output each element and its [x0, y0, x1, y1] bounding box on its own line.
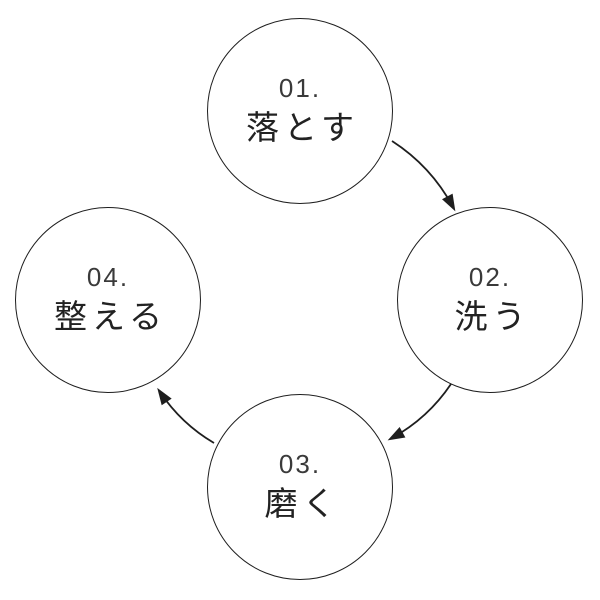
step-circle-02: 02. 洗う — [397, 207, 583, 393]
step-circle-01: 01. 落とす — [207, 18, 393, 204]
step-label: 洗う — [454, 298, 531, 336]
arrow-01-to-02 — [391, 140, 456, 212]
step-number: 04. — [86, 262, 130, 293]
step-label: 磨く — [264, 485, 341, 523]
step-label: 整える — [53, 298, 167, 336]
step-label: 落とす — [245, 109, 359, 147]
arrow-02-to-03 — [387, 383, 452, 441]
step-circle-03: 03. 磨く — [207, 394, 393, 580]
step-circle-04: 04. 整える — [15, 207, 201, 393]
step-number: 03. — [278, 449, 322, 480]
step-number: 01. — [278, 73, 322, 104]
step-number: 02. — [468, 262, 512, 293]
arrow-03-to-04 — [157, 387, 215, 444]
